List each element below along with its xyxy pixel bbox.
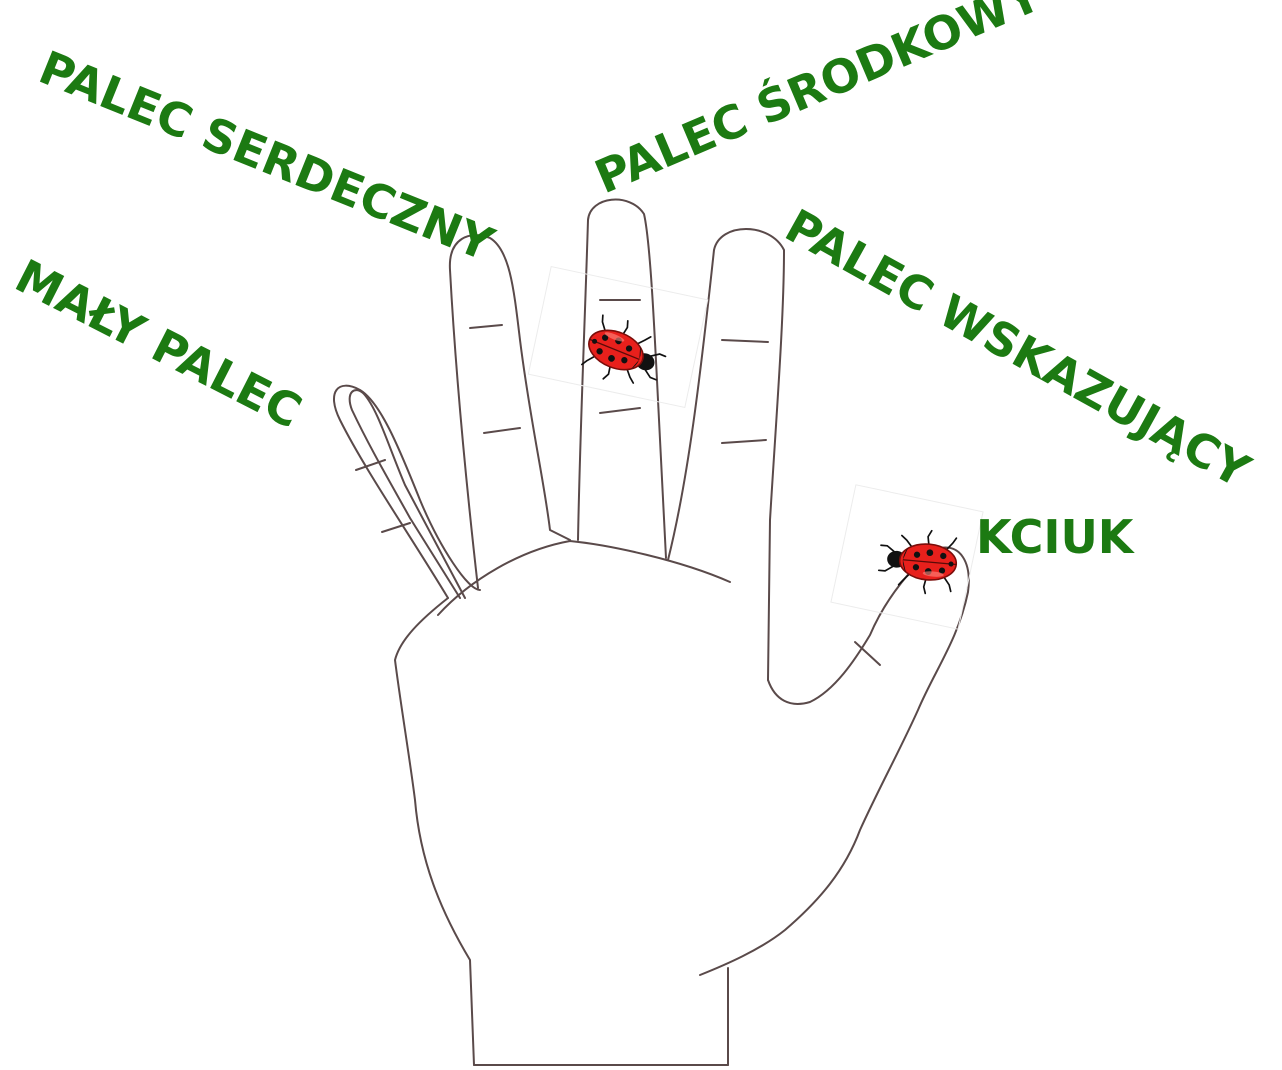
label-palec-serdeczny: PALEC SERDECZNY [32, 40, 502, 272]
label-palec-srodkowy: PALEC ŚRODKOWY [587, 0, 1049, 204]
ladybug-icon [578, 310, 673, 397]
index-finger [668, 229, 784, 680]
ladybug-thumb [831, 485, 983, 629]
finger-creases [356, 300, 768, 532]
little-finger [350, 390, 465, 598]
label-maly-palec: MAŁY PALEC [7, 249, 310, 439]
thumb [700, 547, 969, 975]
palm-top [438, 541, 730, 615]
label-palec-wskazujacy: PALEC WSKAZUJĄCY [777, 198, 1260, 498]
label-kciuk: KCIUK [976, 510, 1136, 564]
ring-finger [450, 235, 570, 588]
palm-left [395, 598, 474, 1065]
ladybug-icon [877, 526, 959, 595]
ladybug-middle [528, 267, 707, 408]
hand-outline [334, 200, 969, 1065]
